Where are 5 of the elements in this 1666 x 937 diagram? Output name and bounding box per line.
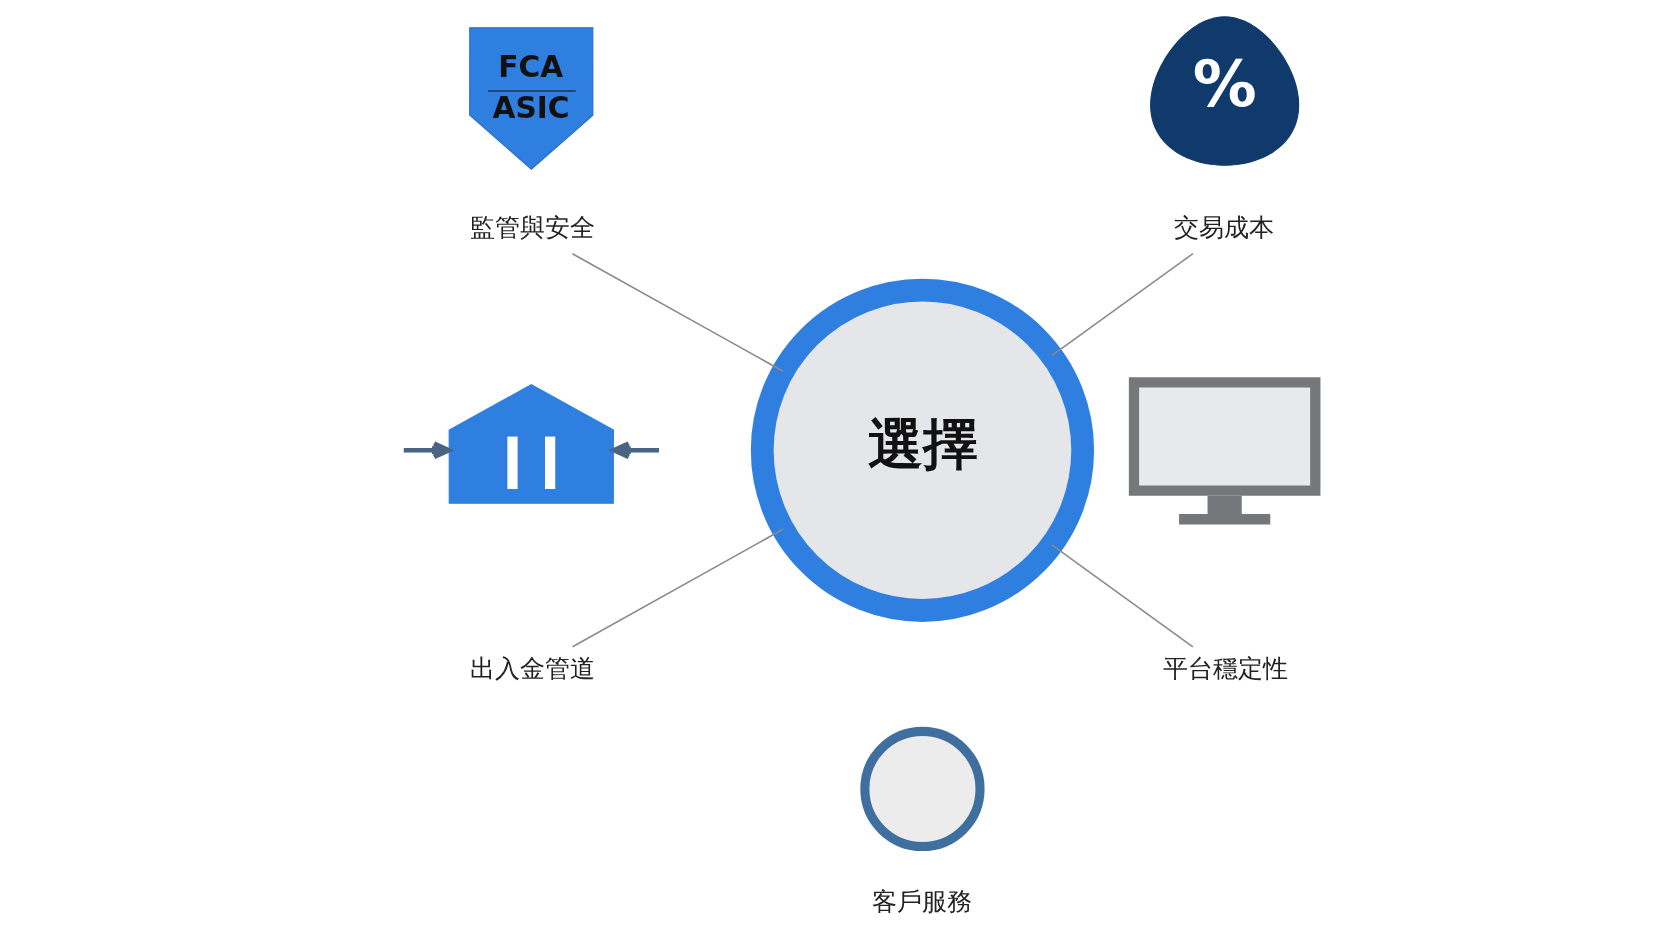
node-text: 監管與安全 (469, 212, 595, 242)
node-text: 交易成本 (1173, 212, 1274, 242)
node-text: 出入金管道 (469, 654, 595, 684)
node-label: 客戶服務 (871, 886, 972, 916)
node-text: 平台穩定性 (1162, 654, 1288, 684)
